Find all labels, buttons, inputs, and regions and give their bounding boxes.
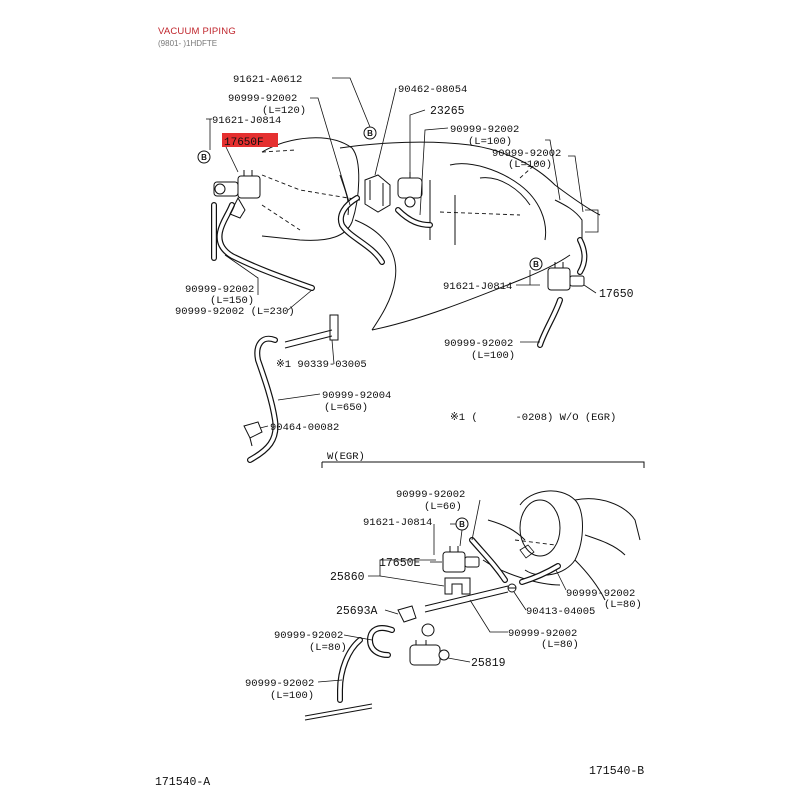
label-egr-l100-l: (L=100) bbox=[270, 690, 314, 702]
hose-l650 bbox=[247, 335, 279, 463]
bracket-25860 bbox=[444, 577, 471, 595]
hose-egr-l60 bbox=[469, 537, 508, 583]
figure-number-b: 171540-B bbox=[589, 765, 644, 778]
leader-lines-upper bbox=[206, 77, 597, 429]
svg-text:B: B bbox=[367, 129, 373, 138]
hose-right-l100-a bbox=[577, 237, 588, 275]
diagram-subtitle: (9801- )1HDFTE bbox=[158, 39, 218, 48]
label-90999-left: 90999-92002 bbox=[185, 284, 254, 296]
label-91621-a0612: 91621-A0612 bbox=[233, 74, 302, 86]
hose-egr-l100 bbox=[337, 637, 363, 703]
label-egr-25693a: 25693A bbox=[336, 605, 378, 618]
label-egr-91621-j0814: 91621-J0814 bbox=[363, 517, 432, 529]
label-90462-08054: 90462-08054 bbox=[398, 84, 467, 96]
clamp-left bbox=[229, 196, 246, 219]
hose-egr-l80-left bbox=[367, 625, 395, 658]
diagram-title: VACUUM PIPING bbox=[158, 26, 236, 37]
label-egr-25860: 25860 bbox=[330, 571, 365, 584]
part-17650f-highlight bbox=[222, 133, 278, 147]
label-egr-90999-r80: 90999-92002 bbox=[566, 588, 635, 600]
part-25693a bbox=[397, 605, 417, 623]
marker-b-2: B bbox=[197, 150, 211, 164]
label-egr-90999-l80: 90999-92002 bbox=[274, 630, 343, 642]
note-w-o-egr: ※1 ( -0208) W/O (EGR) bbox=[450, 412, 616, 424]
bracket-90462 bbox=[364, 174, 391, 213]
clamp-90464 bbox=[243, 421, 263, 447]
label-l120: (L=120) bbox=[262, 105, 306, 117]
label-egr-90413-04005: 90413-04005 bbox=[526, 606, 595, 618]
label-egr-90999-l60: 90999-92002 bbox=[396, 489, 465, 501]
label-17650: 17650 bbox=[599, 288, 634, 301]
egr-section-bracket bbox=[321, 461, 645, 468]
pipe-egr bbox=[424, 585, 509, 613]
marker-b-4: B bbox=[455, 517, 469, 531]
part-25819 bbox=[409, 640, 450, 666]
label-w-egr: W(EGR) bbox=[327, 451, 365, 463]
marker-b-3: B bbox=[529, 257, 543, 271]
label-egr-90999-m80: 90999-92002 bbox=[508, 628, 577, 640]
label-90999-r2: 90999-92002 bbox=[492, 148, 561, 160]
label-90999-92002-top: 90999-92002 bbox=[228, 93, 297, 105]
label-egr-25819: 25819 bbox=[471, 657, 506, 670]
hose-egr-r80 bbox=[519, 563, 561, 585]
label-egr-r80-l: (L=80) bbox=[604, 599, 642, 611]
vsv-17650f[interactable] bbox=[213, 170, 261, 199]
hose-left-l150 bbox=[216, 202, 315, 291]
label-egr-l80-l: (L=80) bbox=[309, 642, 347, 654]
svg-text:B: B bbox=[533, 260, 539, 269]
part-egr-small bbox=[421, 623, 435, 637]
marker-b-1: B bbox=[363, 126, 377, 140]
label-egr-m80-l: (L=80) bbox=[541, 639, 579, 651]
label-90999-r3-l: (L=100) bbox=[471, 350, 515, 362]
label-90999-r1-l: (L=100) bbox=[468, 136, 512, 148]
label-90339-03005: ※1 90339-03005 bbox=[276, 359, 367, 371]
label-egr-17650e: 17650E bbox=[379, 557, 421, 570]
label-90999-92004-l: (L=650) bbox=[324, 402, 368, 414]
label-90999-r2-l: (L=100) bbox=[508, 159, 552, 171]
label-90999-r3: 90999-92002 bbox=[444, 338, 513, 350]
svg-text:B: B bbox=[201, 153, 207, 162]
label-egr-90999-l100: 90999-92002 bbox=[245, 678, 314, 690]
egr-engine-outline bbox=[482, 490, 641, 601]
leader-lines-lower bbox=[317, 499, 567, 683]
label-91621-j0814-top: 91621-J0814 bbox=[212, 115, 281, 127]
hose-l100-top bbox=[395, 207, 433, 228]
part-23265 bbox=[397, 172, 423, 208]
label-egr-l60: (L=60) bbox=[424, 501, 462, 513]
hose-l120 bbox=[337, 195, 385, 265]
label-17650f[interactable]: 17650F bbox=[224, 137, 264, 149]
vsv-17650[interactable] bbox=[547, 262, 585, 291]
label-90999-r1: 90999-92002 bbox=[450, 124, 519, 136]
clamp-90413 bbox=[507, 583, 517, 593]
label-90999-92004: 90999-92004 bbox=[322, 390, 391, 402]
label-23265: 23265 bbox=[430, 105, 465, 118]
hose-right-l100-b bbox=[537, 297, 563, 348]
figure-number-a: 171540-A bbox=[155, 776, 210, 789]
pipe-egr-bottom bbox=[304, 703, 373, 721]
vsv-17650e[interactable] bbox=[442, 546, 480, 573]
label-90464-00082: 90464-00082 bbox=[270, 422, 339, 434]
label-91621-j0814-right: 91621-J0814 bbox=[443, 281, 512, 293]
label-90999-l230: 90999-92002 (L=230) bbox=[175, 306, 295, 318]
label-90999-left-l: (L=150) bbox=[210, 295, 254, 307]
svg-text:B: B bbox=[459, 520, 465, 529]
pipe-90339 bbox=[284, 314, 339, 349]
